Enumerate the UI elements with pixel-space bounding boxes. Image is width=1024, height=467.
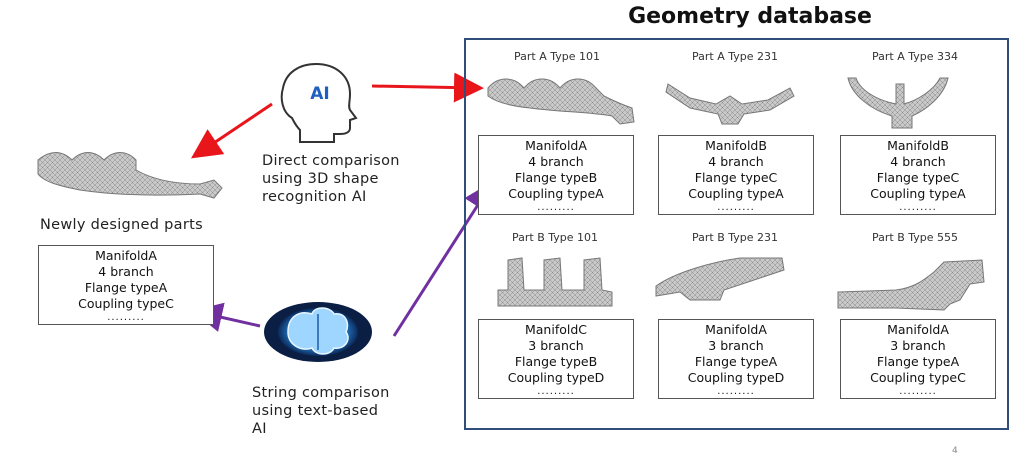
part-spec-box: ManifoldA 3 branch Flange typeA Coupling…	[840, 319, 996, 399]
caption-line: String comparison	[252, 385, 390, 401]
part-spec-box: ManifoldB 4 branch Flange typeC Coupling…	[840, 135, 996, 215]
spec-line: 3 branch	[708, 338, 764, 353]
spec-line: Coupling typeA	[508, 186, 604, 201]
spec-line: Coupling typeD	[507, 370, 605, 385]
caption-line: using text-based	[252, 403, 379, 419]
spec-line: ManifoldA	[887, 322, 949, 337]
spec-line: Flange typeC	[694, 170, 778, 185]
ai-icon-label: AI	[310, 84, 330, 104]
arrow-ai-to-database	[371, 72, 484, 103]
arrow-ai-to-new-part	[191, 102, 273, 159]
new-part-spec-box: ManifoldA 4 branch Flange typeA Coupling…	[38, 245, 214, 325]
spec-line: ManifoldB	[705, 138, 767, 153]
spec-line: 4 branch	[708, 154, 764, 169]
ai-head-icon	[280, 62, 358, 143]
part-label: Part A Type 231	[692, 50, 778, 63]
spec-line: ManifoldA	[705, 322, 767, 337]
caption-line: using 3D shape	[262, 171, 379, 187]
spec-line: Coupling typeC	[870, 370, 966, 385]
spec-line: Flange typeA	[876, 354, 960, 369]
spec-line: 4 branch	[890, 154, 946, 169]
spec-line: Coupling typeA	[870, 186, 966, 201]
spec-line: Flange typeA	[84, 280, 168, 295]
spec-dots: .........	[717, 202, 755, 213]
spec-line: Coupling typeD	[687, 370, 785, 385]
spec-line: 3 branch	[528, 338, 584, 353]
text-ai-caption: String comparison using text-based AI	[252, 384, 390, 438]
part-spec-box: ManifoldA 4 branch Flange typeB Coupling…	[478, 135, 634, 215]
spec-line: ManifoldA	[95, 248, 157, 263]
spec-line: ManifoldB	[887, 138, 949, 153]
spec-line: ManifoldA	[525, 138, 587, 153]
database-frame	[464, 38, 1009, 430]
spec-dots: .........	[899, 202, 937, 213]
part-a-231-image	[665, 83, 795, 125]
part-label: Part B Type 231	[691, 231, 778, 244]
arrow-text-ai-to-database	[392, 180, 494, 337]
spec-line: ManifoldC	[524, 322, 588, 337]
part-spec-box: ManifoldA 3 branch Flange typeA Coupling…	[658, 319, 814, 399]
new-part-image	[37, 152, 223, 199]
spec-line: Coupling typeA	[688, 186, 784, 201]
spec-line: 3 branch	[890, 338, 946, 353]
spec-dots: .........	[107, 312, 145, 323]
spec-line: Flange typeA	[694, 354, 778, 369]
new-part-caption: Newly designed parts	[40, 217, 203, 233]
part-label: Part B Type 101	[511, 231, 598, 244]
spec-dots: .........	[899, 386, 937, 397]
part-spec-box: ManifoldC 3 branch Flange typeB Coupling…	[478, 319, 634, 399]
part-a-334-image	[847, 77, 949, 129]
spec-line: Flange typeB	[514, 170, 598, 185]
shape-ai-caption: Direct comparison using 3D shape recogni…	[262, 152, 400, 206]
part-b-101-image	[497, 257, 613, 307]
caption-line: recognition AI	[262, 189, 367, 205]
spec-dots: .........	[717, 386, 755, 397]
spec-line: Coupling typeC	[78, 296, 174, 311]
part-b-555-image	[837, 259, 985, 311]
part-label: Part A Type 101	[514, 50, 600, 63]
part-b-231-image	[655, 257, 785, 301]
spec-dots: .........	[537, 202, 575, 213]
database-title: Geometry database	[628, 4, 872, 29]
spec-line: 4 branch	[98, 264, 154, 279]
part-label: Part B Type 555	[871, 231, 958, 244]
spec-line: Flange typeC	[876, 170, 960, 185]
page-number: 4	[952, 446, 958, 456]
part-spec-box: ManifoldB 4 branch Flange typeC Coupling…	[658, 135, 814, 215]
caption-line: AI	[252, 421, 267, 437]
brain-icon	[264, 302, 372, 362]
part-a-101-image	[487, 78, 635, 125]
caption-line: Direct comparison	[262, 153, 400, 169]
spec-line: 4 branch	[528, 154, 584, 169]
part-label: Part A Type 334	[872, 50, 958, 63]
spec-line: Flange typeB	[514, 354, 598, 369]
spec-dots: .........	[537, 386, 575, 397]
